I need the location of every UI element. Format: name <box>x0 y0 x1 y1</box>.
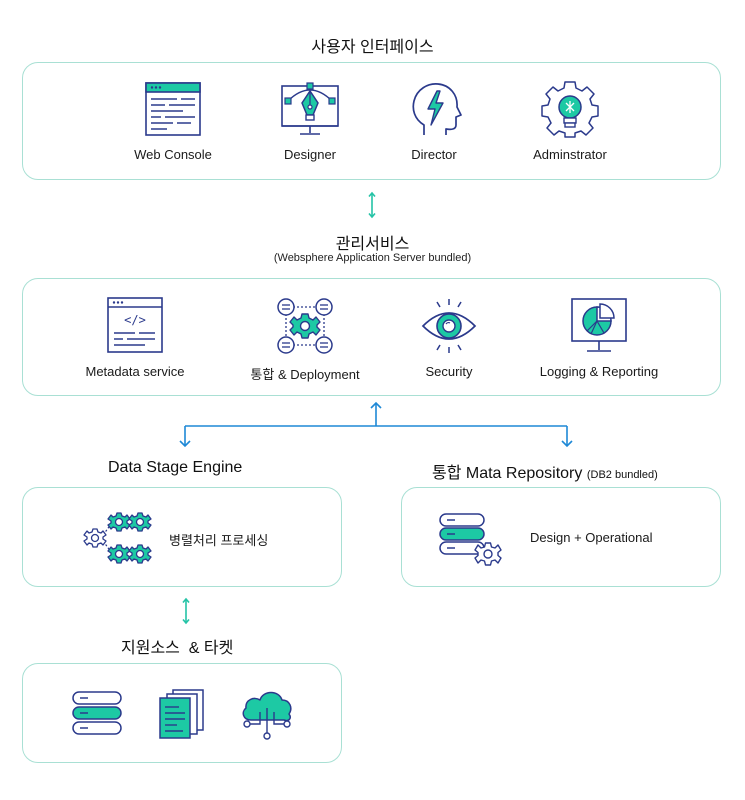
user-interface-panel: Web Console Designer Director <box>22 62 721 180</box>
bidirectional-arrow-lower <box>176 596 196 626</box>
web-console-item[interactable]: Web Console <box>98 81 248 162</box>
eye-icon <box>421 299 477 353</box>
management-service-subtitle: (Websphere Application Server bundled) <box>273 252 472 264</box>
parallel-gears-icon <box>83 512 152 564</box>
metadata-service-item[interactable]: </> Metadata service <box>60 296 210 379</box>
security-item[interactable]: Security <box>374 296 524 379</box>
administrator-label: Adminstrator <box>533 147 607 162</box>
designer-item[interactable]: Designer <box>235 81 385 162</box>
director-head-icon <box>412 83 462 135</box>
code-window-icon: </> <box>107 297 163 353</box>
bidirectional-arrow <box>362 190 382 220</box>
data-stage-engine-panel: 병렬처리 프로세싱 <box>22 487 342 587</box>
documents-icon <box>159 689 204 739</box>
designer-pen-icon <box>281 82 339 135</box>
data-stage-engine-title: Data Stage Engine <box>108 459 243 476</box>
security-label: Security <box>425 364 473 379</box>
logging-reporting-item[interactable]: Logging & Reporting <box>524 296 674 379</box>
logging-reporting-label: Logging & Reporting <box>539 364 659 379</box>
web-console-label: Web Console <box>134 147 212 162</box>
management-service-panel: </> Metadata service <box>22 278 721 396</box>
meta-repository-panel: Design + Operational <box>401 487 721 587</box>
parallel-processing-label: 병렬처리 프로세싱 <box>169 533 269 548</box>
meta-repository-title-text: 통합 Mata Repository <box>432 465 583 482</box>
designer-label: Designer <box>283 147 337 162</box>
source-target-panel <box>22 663 342 763</box>
report-chart-icon <box>571 298 627 352</box>
integration-gear-icon <box>277 298 333 354</box>
integration-deployment-label: 통합 & Deployment <box>250 367 360 382</box>
web-console-icon <box>145 82 201 136</box>
meta-repository-suffix: (DB2 bundled) <box>586 469 658 481</box>
management-service-title: 관리서비스 <box>335 236 410 253</box>
metadata-service-label: Metadata service <box>85 364 185 379</box>
source-target-title: 지원소스 & 타켓 <box>121 640 234 657</box>
design-operational-label: Design + Operational <box>530 530 653 545</box>
user-interface-title: 사용자 인터페이스 <box>311 39 434 56</box>
director-label: Director <box>411 147 457 162</box>
branch-connector <box>179 401 573 448</box>
cloud-network-icon <box>242 691 292 740</box>
admin-gear-bulb-icon <box>541 81 599 138</box>
administrator-item[interactable]: Adminstrator <box>495 81 645 162</box>
svg-text:</>: </> <box>124 313 146 327</box>
integration-deployment-item[interactable]: 통합 & Deployment <box>230 296 380 383</box>
database-stack-icon <box>72 691 122 735</box>
meta-repository-title: 통합 Mata Repository (DB2 bundled) <box>432 459 658 483</box>
director-item[interactable]: Director <box>359 81 509 162</box>
database-gear-icon <box>439 513 502 566</box>
